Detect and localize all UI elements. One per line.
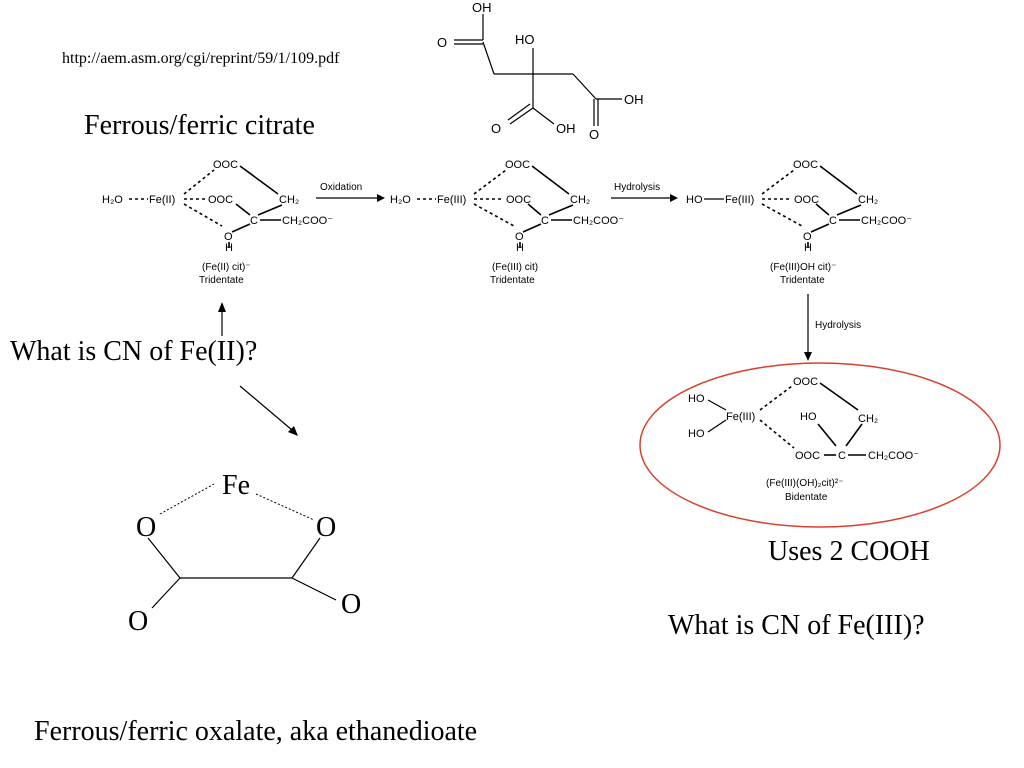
carbon-3: C (829, 215, 837, 227)
oxalate-fe: Fe (222, 470, 250, 501)
pointer-arrow-up (218, 302, 226, 336)
carbon-2: C (541, 215, 549, 227)
citric-o-bottom: O (491, 121, 501, 136)
ooc-top-3: OOC (793, 159, 818, 171)
ch2-4: CH₂ (858, 413, 878, 425)
fe3-center-2: Fe(III) (437, 194, 466, 206)
uses-note: Uses 2 COOH (768, 536, 930, 567)
h-3: H (804, 242, 812, 254)
ch2-1: CH₂ (279, 194, 299, 206)
ch2coo-1: CH₂COO⁻ (282, 215, 333, 227)
arrow-hydrolysis-1: Hydrolysis (611, 182, 678, 202)
citric-o-left: O (437, 35, 447, 50)
ch2coo-4: CH₂COO⁻ (868, 450, 919, 462)
oxalate-o-bottom-left: O (128, 606, 148, 637)
o-2: O (515, 231, 524, 243)
ch2coo-3: CH₂COO⁻ (861, 215, 912, 227)
highlight-ellipse (639, 362, 1001, 528)
question-fe2: What is CN of Fe(II)? (10, 336, 258, 367)
water-ligand-2: H₂O (390, 194, 411, 206)
ch2-2: CH₂ (570, 194, 590, 206)
ho-ligand-4b: HO (688, 428, 705, 440)
ch2coo-2: CH₂COO⁻ (573, 215, 624, 227)
ho-4c: HO (800, 411, 817, 423)
hydrolysis-label-1: Hydrolysis (614, 182, 660, 193)
water-ligand-1: H₂O (102, 194, 123, 206)
bidentate-4: Bidentate (785, 492, 828, 503)
ooc-mid-2: OOC (506, 194, 531, 206)
ooc-top-4: OOC (793, 376, 818, 388)
arrow-oxidation: Oxidation (316, 182, 385, 202)
citric-oh-right: OH (624, 92, 644, 107)
citric-oh-top: OH (472, 0, 492, 15)
h-1: H (225, 242, 233, 254)
hydrolysis-label-2: Hydrolysis (815, 320, 861, 331)
ooc-mid-1: OOC (208, 194, 233, 206)
o-3: O (803, 231, 812, 243)
oxalate-caption: Ferrous/ferric oxalate, aka ethanedioate (34, 716, 478, 747)
fe2-center: Fe(II) (149, 194, 175, 206)
label-fe3oh-cit: (Fe(III)OH cit)⁻ (770, 262, 836, 273)
carbon-1: C (250, 215, 258, 227)
o-1: O (224, 231, 233, 243)
oxalate-o-top-right: O (316, 512, 336, 543)
complex-fe2-citrate: H₂O Fe(II) OOC OOC CH₂ C CH₂COO⁻ O H (Fe… (102, 159, 333, 286)
ooc-mid-3: OOC (794, 194, 819, 206)
oxidation-label: Oxidation (320, 182, 362, 193)
tridentate-1: Tridentate (199, 275, 244, 286)
pointer-arrow-diagonal (239, 385, 298, 436)
oxalate-o-bottom-right: O (341, 589, 361, 620)
label-fe3oh2-cit: (Fe(III)(OH)₂cit)²⁻ (766, 478, 843, 489)
complex-fe3oh-citrate: HO Fe(III) OOC OOC CH₂ C CH₂COO⁻ O H (Fe… (686, 159, 912, 286)
ooc-top-2: OOC (505, 159, 530, 171)
label-fe2-cit: (Fe(II) cit)⁻ (202, 262, 251, 273)
ho-ligand-4a: HO (688, 393, 705, 405)
tridentate-2: Tridentate (490, 275, 535, 286)
source-url[interactable]: http://aem.asm.org/cgi/reprint/59/1/109.… (62, 50, 340, 67)
complex-fe3oh2-citrate: HO HO Fe(III) OOC CH₂ HO OOC C CH₂COO⁻ (… (688, 376, 919, 503)
label-fe3-cit: (Fe(III) cit) (492, 262, 538, 273)
tridentate-3: Tridentate (780, 275, 825, 286)
citric-ho: HO (515, 32, 535, 47)
fe3-center-4: Fe(III) (726, 411, 755, 423)
ooc-bottom-4: OOC (795, 450, 820, 462)
ooc-top-1: OOC (213, 159, 238, 171)
carbon-4: C (838, 450, 846, 462)
arrow-hydrolysis-2: Hydrolysis (804, 294, 861, 361)
h-2: H (516, 242, 524, 254)
complex-fe3-citrate: H₂O Fe(III) OOC OOC CH₂ C CH₂COO⁻ O H (F… (390, 159, 624, 286)
fe3-center-3: Fe(III) (725, 194, 754, 206)
ch2-3: CH₂ (858, 194, 878, 206)
ho-ligand-3: HO (686, 194, 703, 206)
oxalate-o-top-left: O (136, 512, 156, 543)
citric-o-bottom-right: O (589, 127, 599, 142)
oxalate-structure: Fe O O O O (128, 470, 361, 637)
citric-oh-bottom: OH (556, 121, 576, 136)
citrate-title: Ferrous/ferric citrate (84, 110, 315, 141)
citric-acid-structure: OH O HO OH O OH O (437, 0, 644, 142)
question-fe3: What is CN of Fe(III)? (668, 610, 925, 641)
